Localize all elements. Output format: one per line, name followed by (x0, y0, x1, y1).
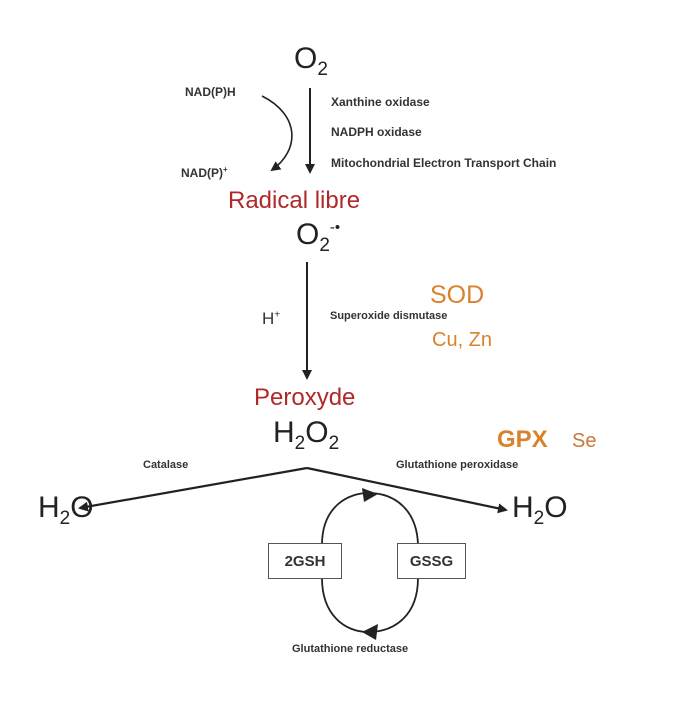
superoxide-dismutase-label: Superoxide dismutase (330, 310, 448, 322)
radical-libre-title: Radical libre (228, 187, 361, 214)
h-plus-label: H+ (262, 309, 281, 328)
arrow-nadph-curve (261, 95, 293, 172)
cycle-top-arrowhead (362, 488, 378, 502)
sod-label: SOD (430, 281, 485, 309)
cycle-top-arc (321, 492, 419, 546)
glutathione-reductase-label: Glutathione reductase (292, 643, 409, 655)
cycle-bottom-arrowhead (362, 624, 378, 640)
nadph-label: NAD(P)H (185, 85, 236, 99)
cycle-bottom-arc (321, 577, 419, 633)
h2o2-formula: H2O2 (273, 416, 340, 454)
catalase-label: Catalase (143, 459, 189, 471)
enzyme-nadph-oxidase: NADPH oxidase (331, 125, 422, 139)
o2-formula: O2 (294, 42, 328, 80)
superoxide-formula: O2-• (296, 218, 341, 256)
peroxyde-title: Peroxyde (254, 384, 356, 411)
selenium-label: Se (572, 430, 597, 452)
nadp-plus-label: NAD(P)+ (181, 165, 228, 180)
gssg-box: GSSG (397, 543, 466, 579)
enzyme-xanthine-oxidase: Xanthine oxidase (331, 95, 430, 109)
cu-zn-label: Cu, Zn (432, 329, 493, 351)
arrow-catalase (78, 466, 308, 512)
h2o-left-formula: H2O (38, 491, 94, 529)
arrow-gpx (306, 466, 508, 514)
glutathione-peroxidase-label: Glutathione peroxidase (396, 459, 519, 471)
gpx-label: GPX (497, 426, 548, 453)
h2o-right-formula: H2O (512, 491, 568, 529)
gsh-box: 2GSH (268, 543, 342, 579)
enzyme-mitochondrial-etc: Mitochondrial Electron Transport Chain (331, 156, 557, 170)
